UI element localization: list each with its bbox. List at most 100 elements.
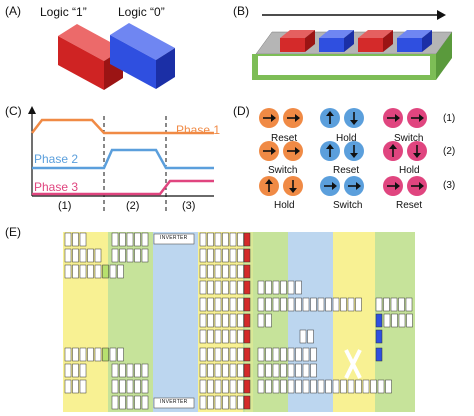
nanomagnet-cell [310, 297, 317, 312]
nanomagnet-cell [347, 297, 355, 312]
nanomagnet-cell [207, 347, 214, 362]
nanomagnet-cell [207, 248, 214, 263]
nanomagnet-cell [229, 363, 237, 378]
nanomagnet-cell [117, 264, 124, 279]
nanomagnet-cell [72, 363, 79, 378]
nanomagnet-cell [109, 264, 117, 279]
nanomagnet-cell [207, 329, 214, 344]
nanomagnet-cell [79, 379, 87, 394]
nanomagnet-cell [79, 264, 87, 279]
nanomagnet-cell [243, 395, 251, 410]
nanomagnet-cell [295, 297, 302, 312]
nanomagnet-cell [237, 347, 244, 362]
nanomagnet-cell [214, 264, 222, 279]
nanomagnet-cell [126, 248, 134, 263]
nanomagnet-cell [141, 232, 149, 247]
nanomagnet-cell [287, 363, 295, 378]
crossover-lines [344, 349, 362, 379]
nanomagnet-cell [272, 363, 280, 378]
nanomagnet-cell [222, 297, 229, 312]
nanomagnet-cell [119, 395, 126, 410]
nanomagnet-cell [64, 363, 72, 378]
state-r1-c1: Reset [271, 133, 298, 144]
nanomagnet-cell [214, 313, 222, 328]
nanomagnet-cell [94, 248, 102, 263]
nanomagnet-cell [375, 329, 383, 344]
nanomagnet-cell [229, 347, 237, 362]
nanomagnet-cell [199, 329, 207, 344]
inverter-bottom-label: INVERTER [160, 399, 188, 405]
nanomagnet-cell [134, 395, 141, 410]
nanomagnet-cell [79, 248, 87, 263]
nanomagnet-cell [119, 379, 126, 394]
nanomagnet-cell [141, 379, 149, 394]
nanomagnet-cell [64, 232, 72, 247]
state-r2-c2: Reset [333, 165, 360, 176]
nanomagnet-cell [141, 363, 149, 378]
nanomagnet-cell [302, 297, 310, 312]
nanomagnet-cell [310, 347, 317, 362]
phase-2-label: Phase 2 [34, 152, 79, 166]
nanomagnet-cell [222, 379, 229, 394]
nanomagnet-cell [272, 280, 280, 295]
nanomagnet-cell [222, 329, 229, 344]
nanomagnet-cell [257, 347, 265, 362]
nanomagnet-row [280, 30, 432, 52]
phase-3-label: Phase 3 [34, 180, 79, 194]
nanomagnet-cell [214, 395, 222, 410]
nanomagnet-cell [214, 248, 222, 263]
nanomagnet-cell [243, 297, 251, 312]
nanomagnet-cell [199, 395, 207, 410]
nanomagnet-cell [119, 248, 126, 263]
logic-0-label: Logic “0” [118, 5, 165, 19]
nanomagnet-cell [94, 264, 102, 279]
inverter-bottom-box [153, 397, 195, 409]
nanomagnet-cell [199, 232, 207, 247]
nanomagnet-cell [375, 297, 383, 312]
inverter-top-box [153, 233, 195, 245]
nanomagnet-cell [222, 313, 229, 328]
nanomagnet-cell [295, 347, 302, 362]
nanomagnet-cell [199, 363, 207, 378]
nanomagnet-cell [222, 347, 229, 362]
phase-1-label: Phase 1 [176, 123, 221, 137]
nanomagnet-cell [257, 313, 265, 328]
nanomagnet-cell [222, 232, 229, 247]
nanomagnet-cell [64, 248, 72, 263]
nanomagnet-cell [370, 379, 377, 394]
nanomagnet-cell [237, 297, 244, 312]
nanomagnet-cell [295, 379, 302, 394]
nanomagnet-cell [207, 313, 214, 328]
nanomagnet-cell [398, 297, 405, 312]
nanomagnet-cell [243, 313, 251, 328]
nanomagnet-cell [94, 347, 102, 362]
nanomagnet-cell [355, 379, 362, 394]
nanomagnet-cell [222, 363, 229, 378]
nanomagnet-cell [207, 379, 214, 394]
nanomagnet-cell [405, 297, 413, 312]
nanomagnet-cell [237, 264, 244, 279]
nanomagnet-cell [265, 379, 272, 394]
nanomagnet-cell [332, 297, 340, 312]
nanomagnet-cell [87, 264, 94, 279]
nanomagnet-cell [102, 264, 109, 279]
stage-3-label: (3) [182, 200, 196, 212]
nanomagnet-cell [229, 313, 237, 328]
nanomagnet-cell [243, 232, 251, 247]
panel-a-label: (A) [5, 4, 21, 18]
nanomagnet-cell [287, 379, 295, 394]
nanomagnet-cell [391, 313, 398, 328]
nanomagnet-cell [229, 264, 237, 279]
nanomagnet-cell [229, 379, 237, 394]
nanomagnet-cell [134, 379, 141, 394]
nanomagnet-cell [257, 280, 265, 295]
nanomagnet-cell [207, 232, 214, 247]
nanomagnet-cell [243, 329, 251, 344]
nanomagnet-cell [72, 347, 79, 362]
nanomagnet-cell [287, 280, 295, 295]
nanomagnet-cell [72, 264, 79, 279]
nanomagnet-cell [272, 379, 280, 394]
nanomagnet-cell [64, 379, 72, 394]
nanomagnet-cell [317, 379, 325, 394]
nanomagnet-cell [280, 347, 287, 362]
